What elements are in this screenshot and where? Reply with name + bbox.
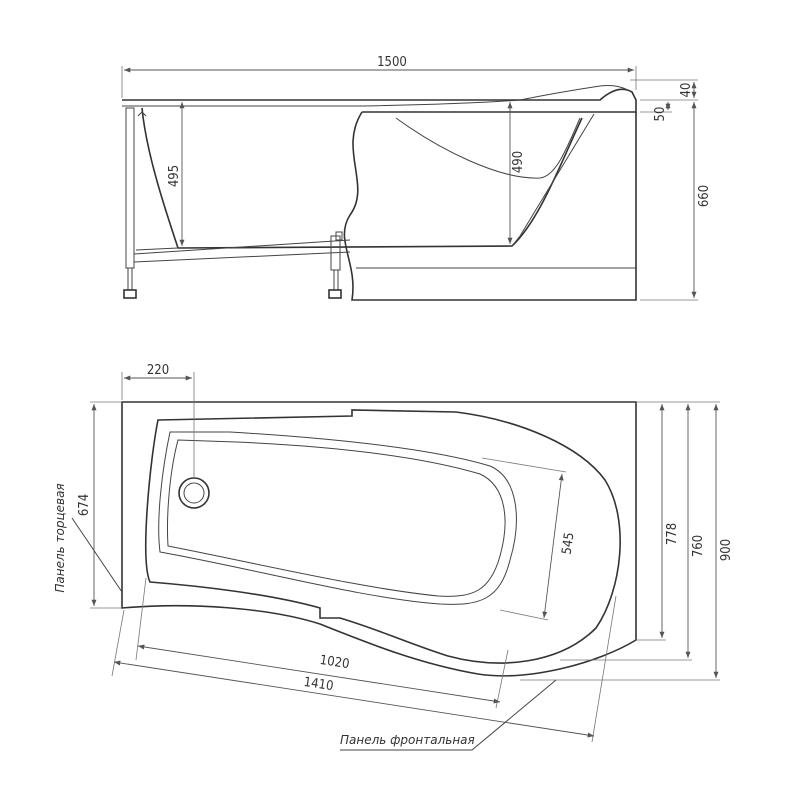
- end-panel-label: Панель торцевая: [53, 483, 67, 592]
- dimension-674-label: 674: [77, 494, 92, 516]
- dimension-778-label: 778: [665, 523, 680, 545]
- dimension-490-label: 490: [511, 151, 526, 173]
- adjustable-foot-right: [328, 269, 342, 299]
- plan-view: 220 674 Панель торцевая 545 778 760 900 …: [53, 363, 734, 751]
- dimension-900-label: 900: [719, 539, 734, 561]
- drain-icon: [178, 477, 210, 509]
- side-elevation-view: 1500 40 50 495 490 660: [121, 55, 712, 301]
- dimension-545-label: 545: [560, 531, 578, 555]
- bowl-floor-plan: [158, 431, 517, 605]
- bowl-rim-plan: [145, 409, 621, 664]
- dimension-50-label: 50: [653, 107, 668, 122]
- adjustable-foot-left: [123, 267, 137, 299]
- tub-rim: [122, 85, 637, 113]
- dimension-1410-label: 1410: [303, 675, 335, 694]
- dimension-660-label: 660: [697, 185, 712, 207]
- dimension-1020-label: 1020: [319, 653, 351, 672]
- dimension-1500-label: 1500: [377, 55, 407, 70]
- front-panel-label: Панель фронтальная: [340, 733, 475, 747]
- front-skirt-panel: [343, 111, 637, 301]
- dimension-495-label: 495: [167, 165, 182, 187]
- dimension-40-label: 40: [679, 83, 694, 98]
- dimension-220-label: 220: [147, 363, 169, 378]
- dimension-760-label: 760: [691, 535, 706, 557]
- tub-bowl-profile: [135, 107, 595, 251]
